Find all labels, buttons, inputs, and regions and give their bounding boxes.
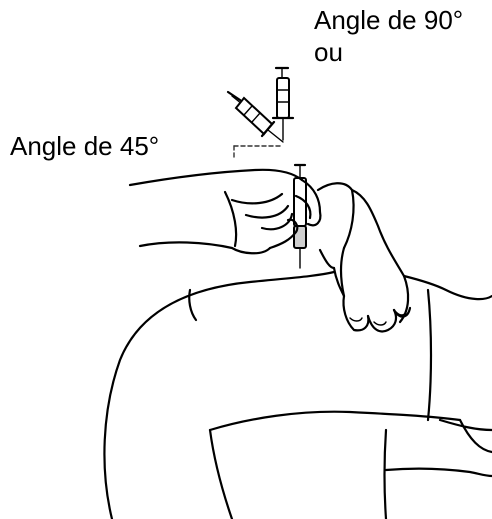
injecting-hand xyxy=(130,170,320,253)
thigh-outline xyxy=(104,272,492,519)
pinching-hand xyxy=(318,183,410,331)
syringe-90-icon xyxy=(273,68,293,140)
